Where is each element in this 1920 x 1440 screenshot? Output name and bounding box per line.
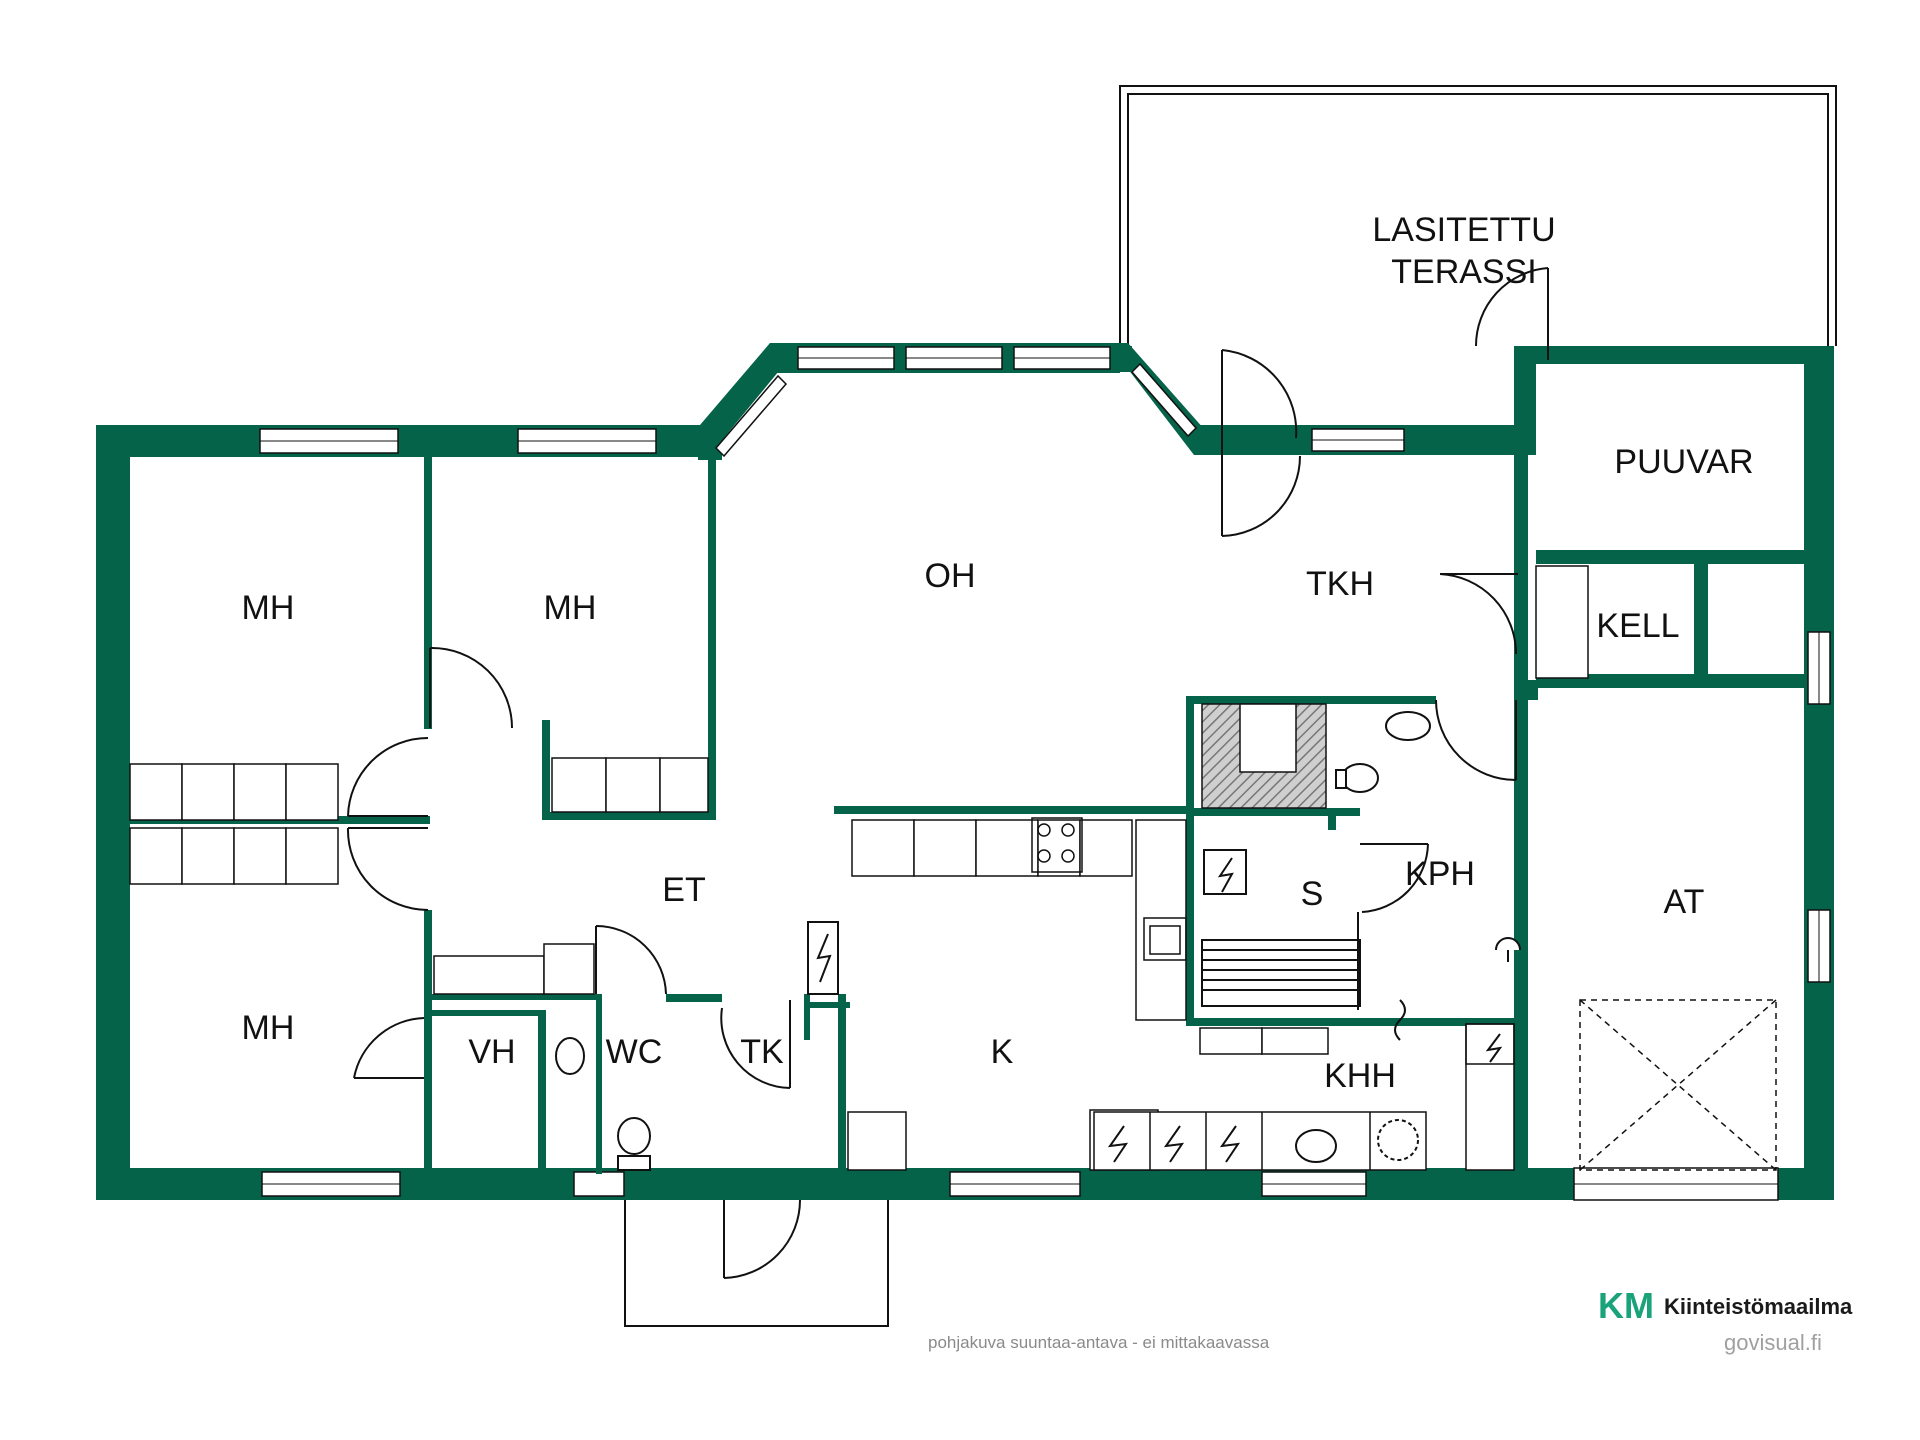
sanitary-fixtures bbox=[555, 711, 1521, 1171]
label-khh: KHH bbox=[1324, 1057, 1396, 1095]
entry-porch-outline bbox=[624, 1196, 889, 1327]
label-at: AT bbox=[1664, 883, 1705, 921]
glazed-terrace-outline bbox=[1119, 85, 1837, 346]
appliance-bolt-icons bbox=[807, 857, 1503, 1163]
windows bbox=[259, 346, 1831, 1201]
sauna-bench bbox=[1201, 849, 1361, 1007]
label-kph: KPH bbox=[1405, 855, 1475, 893]
label-oh: OH bbox=[925, 557, 976, 595]
doors bbox=[346, 267, 1549, 1279]
interior-walls bbox=[130, 346, 1806, 1194]
logo-text: Kiinteistömaailma bbox=[1664, 1294, 1853, 1319]
label-lasitettu-line2: TERASSI bbox=[1391, 253, 1536, 291]
label-k: K bbox=[991, 1033, 1014, 1071]
label-tkh: TKH bbox=[1306, 565, 1374, 603]
exterior-walls bbox=[96, 343, 1834, 1200]
brand-logo: KM Kiinteistömaailma bbox=[1598, 1285, 1853, 1326]
label-wc: WC bbox=[606, 1033, 663, 1071]
label-puuvar: PUUVAR bbox=[1614, 443, 1753, 481]
label-tk: TK bbox=[740, 1033, 784, 1071]
label-mh-1: MH bbox=[242, 589, 295, 627]
kitchen-fixtures bbox=[1031, 817, 1515, 1171]
label-s: S bbox=[1301, 875, 1324, 913]
label-mh-2: MH bbox=[544, 589, 597, 627]
disclaimer-text: pohjakuva suuntaa-antava - ei mittakaava… bbox=[928, 1333, 1270, 1352]
label-mh-3: MH bbox=[242, 1009, 295, 1047]
label-vh: VH bbox=[468, 1033, 515, 1071]
label-et: ET bbox=[662, 871, 705, 909]
credit-text: govisual.fi bbox=[1724, 1330, 1822, 1355]
logo-mark: KM bbox=[1598, 1285, 1654, 1326]
label-lasitettu-line1: LASITETTU bbox=[1372, 211, 1555, 249]
label-kell: KELL bbox=[1596, 607, 1679, 645]
room-labels: LASITETTU TERASSI PUUVAR OH TKH KELL MH … bbox=[242, 211, 1754, 1095]
window-glazing-lines bbox=[260, 357, 1820, 1185]
carport-marker bbox=[1579, 999, 1777, 1171]
